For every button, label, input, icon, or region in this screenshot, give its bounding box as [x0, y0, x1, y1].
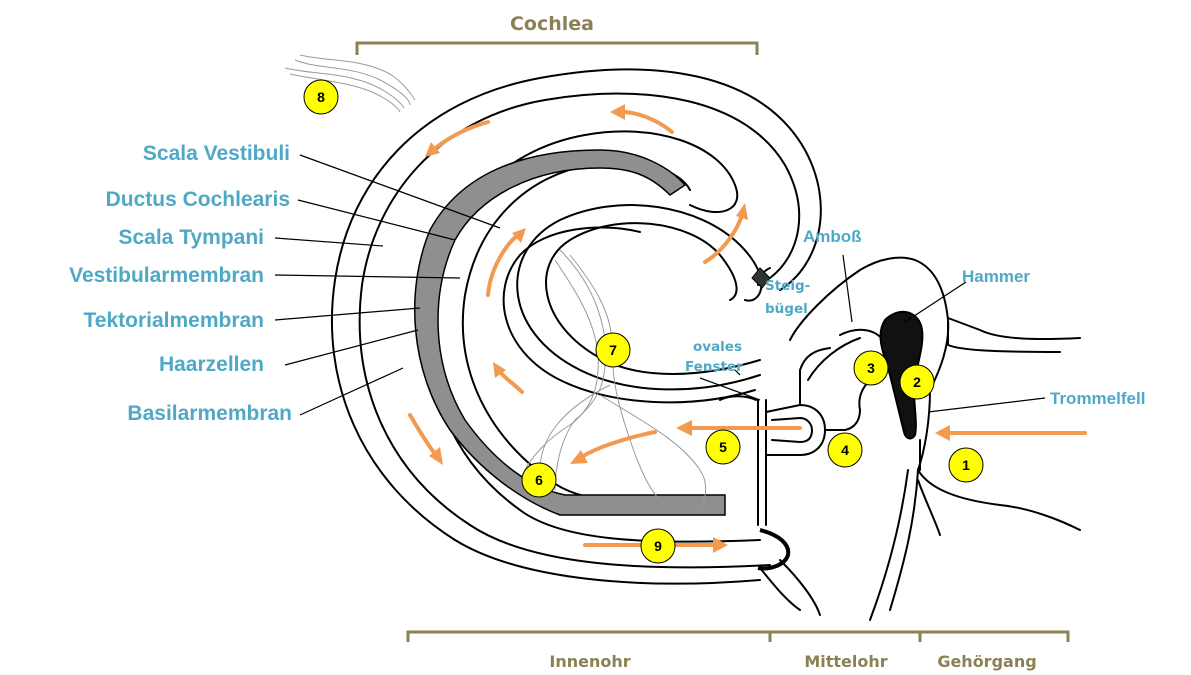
label-ductus-cochlearis: Ductus Cochlearis [106, 188, 290, 211]
marker-5: 5 [706, 430, 740, 464]
section-mittelohr: Mittelohr [804, 652, 887, 671]
section-gehoergang: Gehörgang [937, 652, 1036, 671]
svg-text:3: 3 [867, 360, 875, 376]
label-steigbuegel-line1: Steig- [765, 278, 810, 294]
marker-2: 2 [900, 365, 934, 399]
svg-text:7: 7 [609, 342, 617, 358]
label-hammer: Hammer [962, 267, 1030, 286]
label-haarzellen: Haarzellen [159, 353, 264, 376]
marker-8: 8 [304, 80, 338, 114]
label-basilarmembran: Basilarmembran [127, 402, 292, 425]
gehoergang-bracket [920, 632, 1068, 642]
marker-7: 7 [596, 333, 630, 367]
ear-canal-lower [918, 470, 1080, 530]
innenohr-bracket [408, 632, 770, 642]
label-steigbuegel-line2: bügel [765, 301, 808, 317]
marker-4: 4 [828, 433, 862, 467]
cochlea-bracket [357, 43, 757, 55]
marker-6: 6 [522, 463, 556, 497]
marker-3: 3 [854, 351, 888, 385]
svg-text:2: 2 [913, 374, 921, 390]
marker-9: 9 [641, 529, 675, 563]
label-tektorialmembran: Tektorialmembran [84, 309, 265, 332]
label-ovales-fenster-line2: Fenster [685, 359, 743, 375]
cochlea-title: Cochlea [510, 13, 594, 35]
ductus-cochlearis-band [415, 150, 725, 515]
svg-text:8: 8 [317, 89, 325, 105]
label-trommelfell: Trommelfell [1050, 389, 1145, 408]
nerve-fibres [285, 55, 706, 510]
label-scala-tympani: Scala Tympani [118, 226, 264, 249]
label-ovales-fenster-line1: ovales [693, 339, 742, 355]
label-amboss: Amboß [803, 227, 862, 246]
numbered-markers: 1 2 3 4 5 6 7 8 9 [304, 80, 983, 563]
svg-text:5: 5 [719, 439, 727, 455]
svg-text:6: 6 [535, 472, 543, 488]
mittelohr-bracket [770, 632, 920, 642]
label-vestibularmembran: Vestibularmembran [69, 264, 264, 287]
svg-text:9: 9 [654, 538, 662, 554]
label-scala-vestibuli: Scala Vestibuli [143, 142, 290, 165]
svg-text:4: 4 [841, 442, 849, 458]
svg-text:1: 1 [962, 457, 970, 473]
section-innenohr: Innenohr [549, 652, 630, 671]
marker-1: 1 [949, 448, 983, 482]
